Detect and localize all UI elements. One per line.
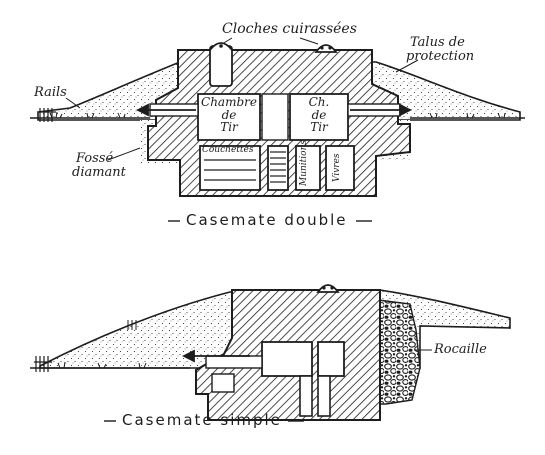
couchettes-bunks — [204, 159, 256, 181]
firing-arrow-right — [350, 103, 413, 117]
label-talus-line2: protection — [406, 49, 475, 64]
casemate-double-diagram — [30, 37, 525, 222]
room-label-chambre-de-tir: Chambre de Tir — [198, 96, 260, 134]
room-stair — [267, 145, 289, 191]
firing-arrow-left — [135, 103, 196, 117]
room-chambre-de-tir-left — [197, 93, 261, 141]
simple-low-room — [211, 373, 235, 393]
room-chambre-de-tir-right — [289, 93, 349, 141]
casemate-simple-diagram — [30, 284, 511, 422]
stair-steps — [270, 151, 286, 183]
label-fosse-line1: Fossé — [76, 151, 114, 166]
chambre-line1: Chambre — [201, 95, 257, 109]
ch-line2: de — [311, 107, 327, 122]
room-label-munitions: Munitions — [299, 139, 309, 186]
simple-rails — [34, 356, 52, 372]
ch-line1: Ch. — [308, 95, 330, 109]
chambre-line3: Tir — [220, 120, 238, 135]
simple-shaft-right — [317, 375, 331, 417]
simple-passage — [205, 355, 263, 369]
cloche-right — [314, 44, 338, 53]
simple-room-firing — [261, 341, 313, 377]
rails-left — [38, 108, 56, 122]
simple-firing-arrow — [181, 349, 250, 363]
simple-shaft — [299, 375, 313, 417]
label-cloches-cuirassees: Cloches cuirassées — [222, 21, 357, 37]
simple-cloche — [316, 284, 340, 293]
title-casemate-simple: Casemate simple — [122, 411, 282, 429]
label-rocaille: Rocaille — [434, 342, 487, 357]
small-rails — [127, 320, 137, 330]
simple-room-side — [317, 341, 345, 377]
simple-grass-tufts — [57, 361, 147, 369]
chambre-line2: de — [221, 107, 237, 122]
central-corridor — [261, 93, 289, 141]
room-couchettes — [199, 145, 261, 191]
leader-lines-double — [65, 37, 419, 161]
label-rails: Rails — [34, 85, 67, 100]
room-label-vivres: Vivres — [332, 153, 342, 182]
ch-line3: Tir — [310, 120, 328, 135]
room-label-couchettes: Couchettes — [202, 145, 254, 155]
room-label-ch-de-tir: Ch. de Tir — [290, 96, 348, 134]
room-munitions — [295, 145, 321, 191]
grass-tufts — [49, 111, 506, 119]
room-vivres — [325, 145, 355, 191]
title-casemate-double: Casemate double — [186, 211, 348, 229]
label-fosse-line2: diamant — [72, 165, 126, 180]
cloche-left — [209, 42, 233, 87]
label-talus-line1: Talus de — [410, 35, 465, 50]
